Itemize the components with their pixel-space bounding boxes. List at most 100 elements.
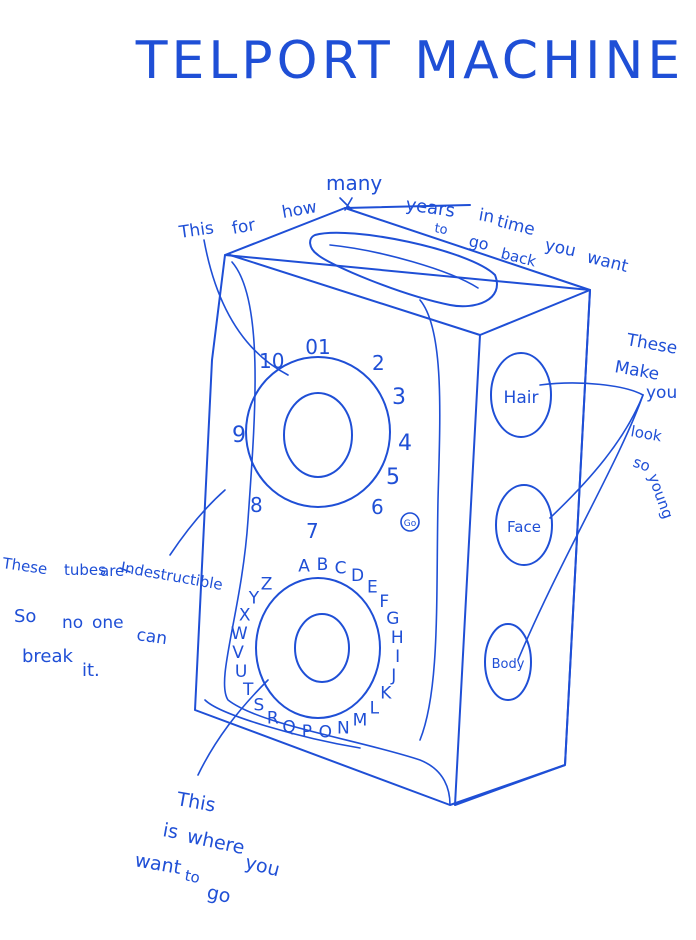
- buttons-note: These Make you look so young: [613, 330, 679, 521]
- dial-letter-y: Y: [248, 589, 260, 609]
- buttons-note-you: you: [646, 383, 677, 403]
- leader-lines: [119, 197, 644, 776]
- dial-note-want: want: [133, 849, 183, 879]
- tubes-note-break: break: [22, 646, 74, 667]
- side-face: [454, 289, 591, 806]
- dial-letter-c: C: [335, 558, 347, 578]
- buttons-note-so: so: [631, 453, 653, 476]
- years-note: This for how many years in time you want…: [177, 171, 631, 277]
- tube-right: [419, 299, 441, 741]
- face-button[interactable]: [495, 484, 553, 566]
- dial-letter-f: F: [379, 592, 389, 612]
- years-leader: [203, 239, 289, 376]
- tubes-note-indestructible: Indestructible: [119, 558, 224, 594]
- years-note-go: go: [467, 231, 490, 254]
- dial-letter-z: Z: [261, 575, 273, 595]
- years-note-you: you: [543, 235, 578, 261]
- body-button-label: Body: [492, 657, 525, 672]
- face-button-label: Face: [507, 518, 541, 536]
- year-digit-5: 5: [386, 465, 400, 490]
- dial-note-is: is: [161, 819, 180, 843]
- dial-letter-b: B: [317, 555, 329, 575]
- year-digit-4: 4: [398, 431, 412, 456]
- dial-letter-g: G: [386, 609, 399, 629]
- buttons-note-these: These: [624, 330, 679, 359]
- year-digit-2: 2: [372, 351, 385, 375]
- tubes-note-can: can: [135, 625, 168, 649]
- dial-note-to: to: [183, 866, 201, 887]
- tube-bottom: [204, 699, 361, 749]
- dial-letter-o: O: [319, 723, 332, 743]
- dial-letter-v: V: [232, 643, 244, 663]
- dial-letter-l: L: [370, 699, 380, 719]
- top-back-edge: [344, 204, 471, 209]
- body-button[interactable]: [484, 623, 532, 701]
- year-digit-10: 10: [259, 349, 284, 373]
- dial-note-you: you: [243, 852, 282, 882]
- tubes-note-it: it.: [82, 660, 100, 681]
- dial-letter-w: W: [231, 624, 248, 644]
- tubes-note-tubes: tubes: [64, 561, 106, 579]
- hair-button-label: Hair: [504, 388, 539, 408]
- years-note-years: years: [404, 194, 456, 222]
- dial-letter-q: Q: [282, 717, 295, 737]
- tubes-note-no: no: [62, 613, 83, 633]
- machine-body: [194, 204, 591, 806]
- front-top-edge: [229, 254, 481, 336]
- years-note-this: This: [177, 218, 215, 243]
- year-digit-0-1: 01: [305, 335, 330, 359]
- dial-letter-t: T: [242, 680, 254, 700]
- years-note-back: back: [499, 244, 538, 270]
- dial-letter-m: M: [353, 711, 368, 731]
- tubes-leader: [169, 489, 226, 556]
- years-note-in: in: [477, 205, 496, 227]
- buttons-note-young: young: [644, 471, 677, 521]
- dial-letter-d: D: [351, 566, 364, 586]
- dial-letter-h: H: [391, 628, 404, 648]
- buttons-note-make: Make: [613, 357, 661, 384]
- dial-letter-e: E: [367, 577, 378, 597]
- face-leader: [549, 394, 644, 519]
- dial-note: This is where you want to go: [133, 788, 282, 908]
- letter-dial-outer[interactable]: [255, 577, 381, 719]
- dial-note-where: where: [185, 825, 247, 859]
- dial-letter-n: N: [337, 719, 350, 739]
- years-note-want: want: [585, 247, 631, 277]
- dial-letter-a: A: [298, 556, 310, 576]
- year-digit-9: 9: [232, 423, 246, 448]
- tubes-note-these: These: [0, 554, 48, 578]
- dial-letter-r: R: [267, 708, 279, 728]
- year-dial[interactable]: 01 2 3 4 5 6 7 8 9 10 Go: [232, 335, 420, 543]
- hair-leader: [539, 382, 644, 396]
- letter-dial-knob[interactable]: [294, 613, 350, 683]
- year-digit-3: 3: [392, 385, 406, 410]
- dial-letter-k: K: [380, 684, 392, 704]
- dial-letter-i: I: [395, 647, 400, 667]
- years-note-many: many: [326, 171, 382, 195]
- side-buttons: Hair Face Body: [484, 352, 553, 701]
- tubes-note-so: So: [14, 606, 36, 627]
- go-button[interactable]: [400, 512, 420, 532]
- dial-leader: [197, 679, 269, 776]
- tubes-note-are: are: [100, 562, 124, 580]
- tubes-arrow: [119, 567, 131, 573]
- dial-letter-p: P: [302, 722, 312, 742]
- years-note-how: how: [280, 197, 318, 223]
- hair-button[interactable]: [490, 352, 552, 438]
- body-leader: [517, 394, 644, 661]
- buttons-note-look: look: [629, 422, 663, 445]
- dial-letter-x: X: [239, 605, 251, 625]
- years-note-to: to: [433, 221, 449, 238]
- title: TELPORT MACHINE: [135, 31, 685, 91]
- dial-note-go: go: [205, 881, 233, 907]
- years-note-time: time: [495, 211, 537, 240]
- year-digit-7: 7: [306, 519, 319, 543]
- year-slot: [309, 231, 498, 308]
- tubes-note-one: one: [92, 613, 124, 633]
- years-note-for: for: [230, 215, 257, 239]
- years-cross: [339, 197, 353, 211]
- year-dial-knob[interactable]: [283, 392, 353, 478]
- year-dial-outer[interactable]: [245, 356, 391, 508]
